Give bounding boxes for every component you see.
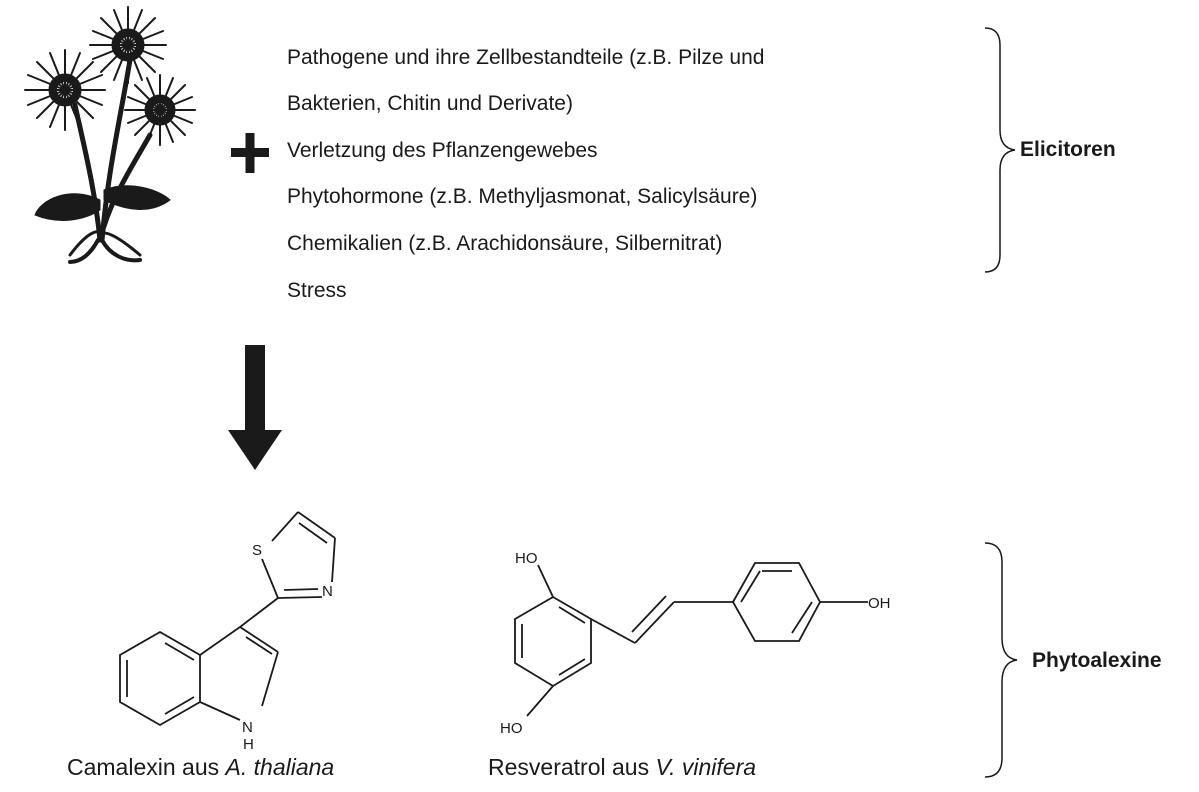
resveratrol-atom-ho-top: HO xyxy=(515,550,538,567)
down-arrow-icon xyxy=(228,345,282,470)
resveratrol-name: Resveratrol aus xyxy=(488,754,656,780)
camalexin-atom-s: S xyxy=(252,542,262,559)
brace-icon xyxy=(984,27,1016,273)
resveratrol-atom-oh-right: OH xyxy=(868,595,891,612)
resveratrol-structure xyxy=(514,562,868,717)
elicitor-item: Pathogene und ihre Zellbestandteile (z.B… xyxy=(287,46,765,69)
elicitor-item: Phytohormone (z.B. Methyljasmonat, Salic… xyxy=(287,185,758,208)
camalexin-atom-nh-h: H xyxy=(243,736,254,753)
elicitor-item: Verletzung des Pflanzengewebes xyxy=(287,139,598,162)
brace-icon xyxy=(984,542,1018,778)
camalexin-name: Camalexin aus xyxy=(67,754,226,780)
flower-icon xyxy=(24,6,196,264)
elicitor-item: Stress xyxy=(287,279,347,302)
elicitors-group-label: Elicitoren xyxy=(1020,138,1116,161)
resveratrol-caption: Resveratrol aus V. vinifera xyxy=(488,754,756,781)
camalexin-structure xyxy=(119,511,336,727)
camalexin-atom-n: N xyxy=(322,583,333,600)
elicitor-item: Chemikalien (z.B. Arachidonsäure, Silber… xyxy=(287,232,723,255)
phytoalexins-group-label: Phytoalexine xyxy=(1032,649,1162,672)
resveratrol-atom-ho-bottom: HO xyxy=(500,720,523,737)
camalexin-organism: A. thaliana xyxy=(225,754,335,780)
camalexin-caption: Camalexin aus A. thaliana xyxy=(67,754,334,781)
resveratrol-organism: V. vinifera xyxy=(655,754,757,780)
camalexin-atom-nh-n: N xyxy=(242,719,253,736)
plus-icon xyxy=(231,133,269,173)
elicitor-item: Bakterien, Chitin und Derivate) xyxy=(287,92,573,115)
